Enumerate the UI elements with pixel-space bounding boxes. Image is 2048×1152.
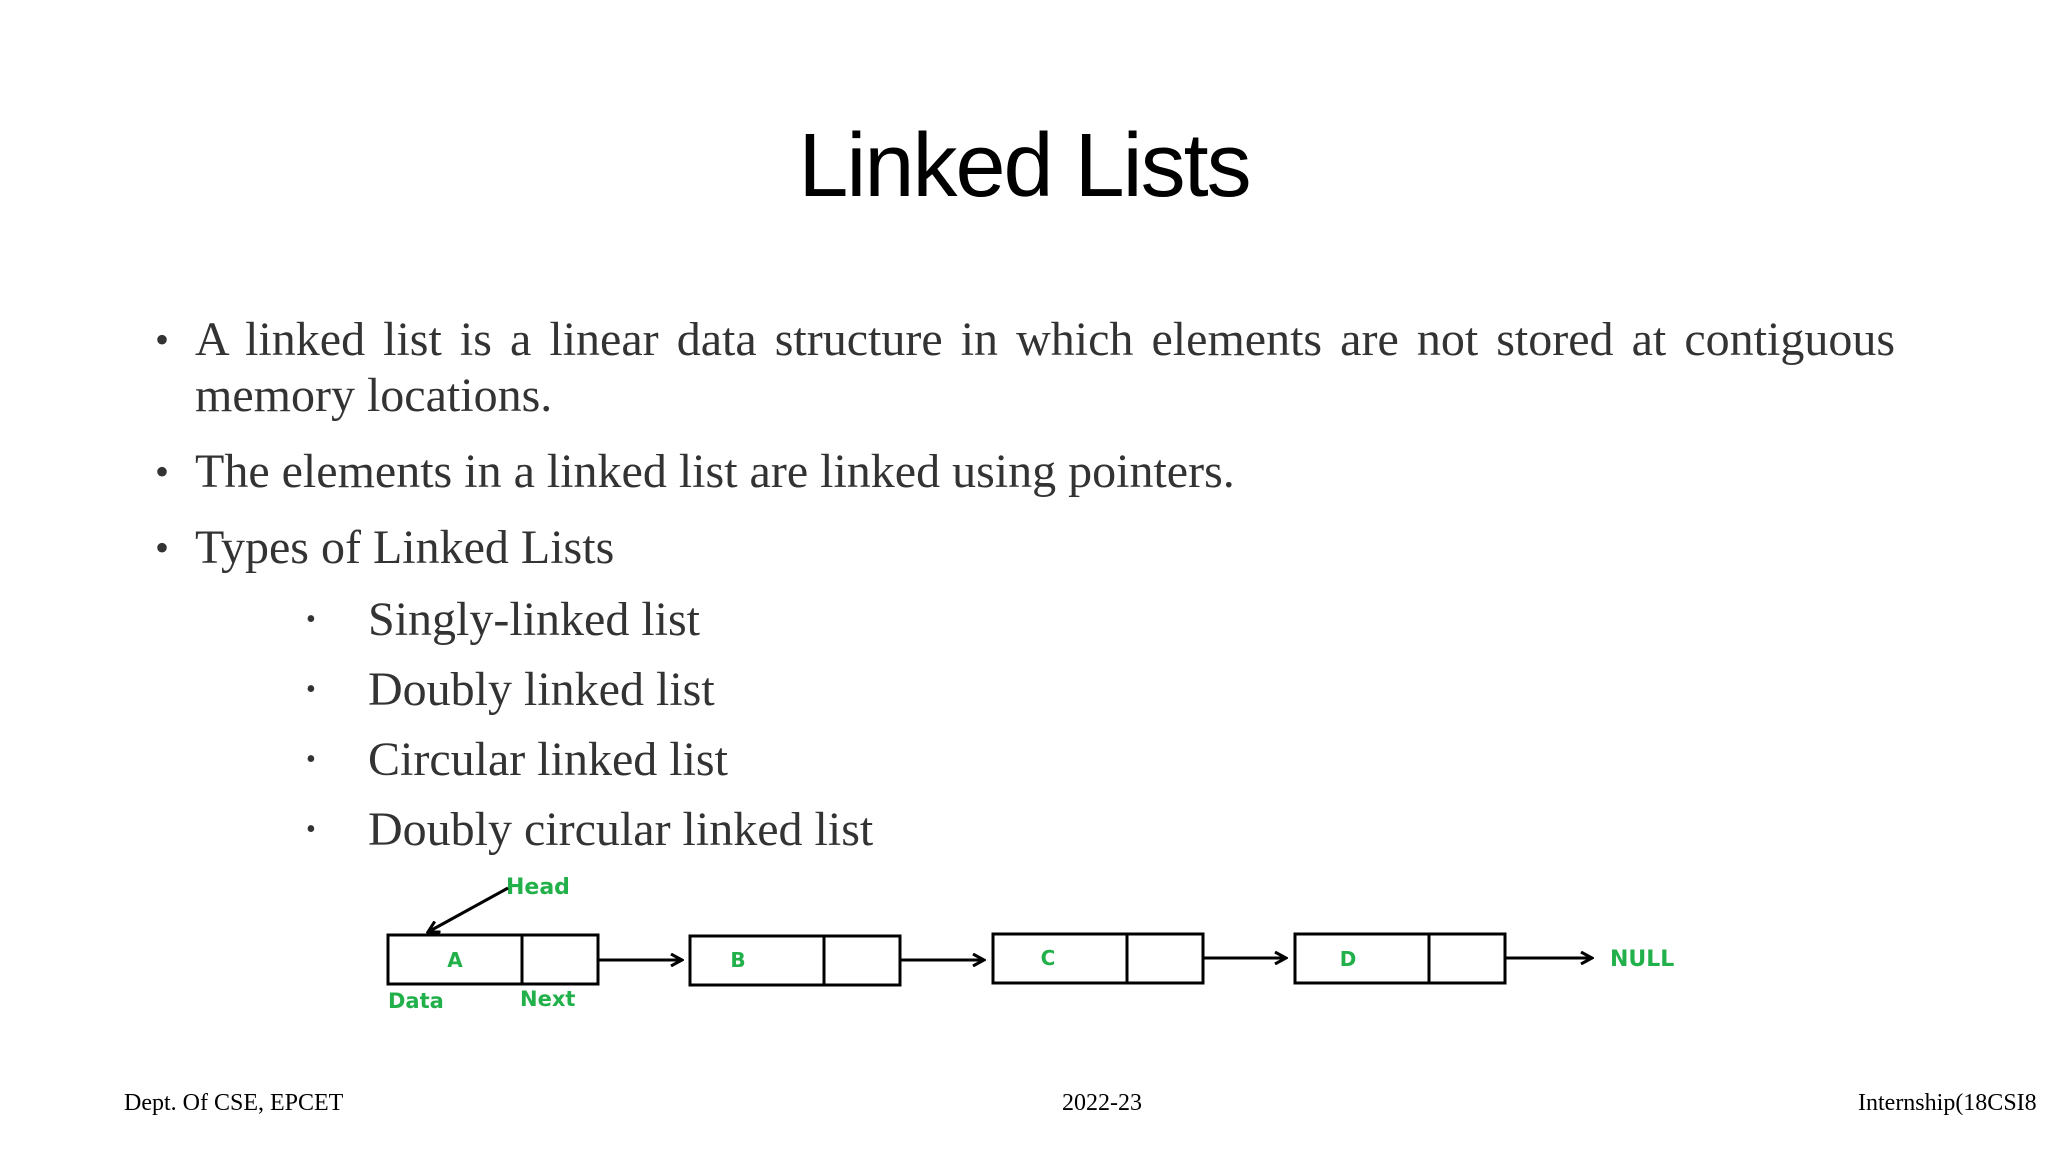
head-label: Head bbox=[506, 875, 570, 900]
node-a: A bbox=[386, 933, 600, 986]
sub-bullet-text: Singly-linked list bbox=[368, 593, 701, 646]
node-a-label: A bbox=[447, 948, 463, 972]
sub-bullet-text: Circular linked list bbox=[368, 733, 728, 786]
bullet-dot-icon: • bbox=[155, 525, 170, 570]
node-d: D bbox=[1293, 932, 1507, 985]
node-d-label: D bbox=[1340, 947, 1357, 971]
node-c-label: C bbox=[1041, 946, 1056, 970]
null-label: NULL bbox=[1610, 947, 1674, 972]
sub-bullet-dot-icon: • bbox=[306, 814, 316, 845]
bullet-item: • A linked list is a linear data structu… bbox=[155, 312, 1895, 424]
footer-center: 2022-23 bbox=[1062, 1090, 1142, 1116]
node-b-label: B bbox=[730, 948, 745, 972]
node-b: B bbox=[688, 934, 902, 987]
bullet-dot-icon: • bbox=[155, 449, 170, 494]
sub-bullet-text: Doubly circular linked list bbox=[368, 803, 874, 856]
bullet-text: The elements in a linked list are linked… bbox=[195, 445, 1235, 498]
footer-left: Dept. Of CSE, EPCET bbox=[124, 1090, 344, 1116]
sub-bullet-dot-icon: • bbox=[306, 604, 316, 635]
data-field-label: Data bbox=[388, 989, 444, 1013]
sub-bullet-text: Doubly linked list bbox=[368, 663, 715, 716]
next-field-label: Next bbox=[520, 987, 575, 1011]
node-c: C bbox=[991, 932, 1205, 985]
sub-bullet-dot-icon: • bbox=[306, 674, 316, 705]
bullet-item: • The elements in a linked list are link… bbox=[155, 444, 1895, 500]
footer-right: Internship(18CSI8 bbox=[1858, 1090, 2037, 1116]
bullet-list: • A linked list is a linear data structu… bbox=[155, 312, 1895, 596]
sub-bullet-dot-icon: • bbox=[306, 744, 316, 775]
bullet-text: Types of Linked Lists bbox=[195, 521, 615, 574]
linked-list-diagram: Head A B C D NULL Data Next bbox=[386, 875, 1674, 1013]
head-pointer-arrow bbox=[428, 886, 509, 932]
bullet-item: • Types of Linked Lists bbox=[155, 520, 1895, 576]
bullet-text: A linked list is a linear data structure… bbox=[195, 313, 1895, 422]
slide-title: Linked Lists bbox=[798, 116, 1251, 216]
bullet-dot-icon: • bbox=[155, 317, 170, 362]
